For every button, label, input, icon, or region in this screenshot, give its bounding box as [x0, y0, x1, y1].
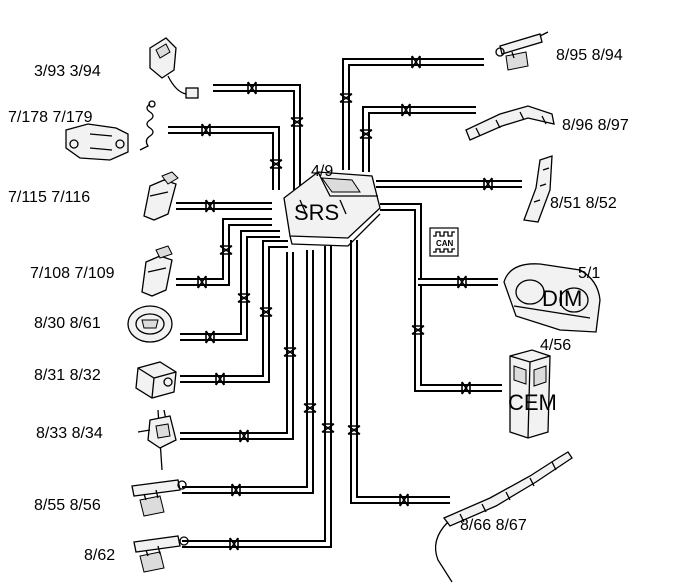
tie-v — [219, 245, 233, 255]
inflator-8-95-component — [495, 31, 549, 71]
dim-ref: 5/1 — [578, 265, 600, 282]
side-impact-sensor-component — [141, 245, 173, 297]
tie-h — [411, 55, 421, 69]
tie-h — [399, 493, 409, 507]
tie-v — [290, 117, 304, 127]
seat-position-sensor-component — [65, 100, 156, 161]
label-8-31: 8/31 8/32 — [34, 367, 101, 384]
tie-h — [201, 123, 211, 137]
tie-h — [229, 537, 239, 551]
tie-h — [239, 429, 249, 443]
wire-to-8-95 — [342, 58, 484, 170]
cable-ties — [197, 55, 493, 551]
tie-h — [483, 177, 493, 191]
tie-h — [457, 275, 467, 289]
tie-v — [359, 129, 373, 139]
tie-h — [205, 330, 215, 344]
label-8-95: 8/95 8/94 — [556, 47, 623, 64]
tie-h — [231, 483, 241, 497]
wire-to-8-30 — [180, 230, 280, 341]
tie-v — [237, 293, 251, 303]
curtain-airbag-8-66-component — [434, 451, 573, 583]
wire-to-dim-cem — [380, 203, 502, 392]
srs-name: SRS — [294, 200, 339, 225]
label-8-30: 8/30 8/61 — [34, 315, 101, 332]
label-8-96: 8/96 8/97 — [562, 117, 629, 134]
belt-pretensioner-component — [143, 171, 179, 221]
tie-h — [197, 275, 207, 289]
tie-h — [205, 199, 215, 213]
wire-to-7-108 — [176, 218, 272, 286]
steering-airbag-component — [127, 305, 173, 343]
tie-h — [215, 372, 225, 386]
label-3-93: 3/93 3/94 — [34, 63, 101, 80]
cem-name: CEM — [508, 390, 557, 415]
label-8-51: 8/51 8/52 — [550, 195, 617, 212]
tie-v — [303, 403, 317, 413]
passenger-airbag-component — [135, 361, 177, 399]
label-7-108: 7/108 7/109 — [30, 265, 115, 282]
tie-v — [283, 347, 297, 357]
cem-central-electronic-module: CEM 4/56 — [508, 337, 571, 439]
belt-retractor-component — [137, 409, 177, 471]
can-label: CAN — [436, 239, 454, 248]
wire-to-3-93 — [213, 84, 301, 190]
cem-ref: 4/56 — [540, 337, 571, 354]
tie-h — [247, 81, 257, 95]
can-bus-icon: CAN — [429, 227, 459, 257]
label-8-33: 8/33 8/34 — [36, 425, 103, 442]
inflator-8-62-component — [133, 535, 189, 573]
seat-belt-buckle-component — [149, 37, 199, 99]
tie-h — [401, 103, 411, 117]
tie-v — [259, 307, 273, 317]
wire-to-8-96 — [362, 106, 476, 172]
label-7-115: 7/115 7/116 — [8, 189, 90, 206]
component-labels: 3/93 3/94 7/178 7/179 7/115 7/116 7/108 … — [8, 47, 629, 564]
dim-name: DIM — [542, 286, 582, 311]
tie-h — [461, 381, 471, 395]
label-8-62: 8/62 — [84, 547, 115, 564]
wire-to-8-31 — [180, 240, 288, 383]
dim-driver-information-module: DIM 5/1 — [503, 263, 601, 333]
wire-to-8-55 — [182, 250, 314, 494]
label-7-178: 7/178 7/179 — [8, 109, 93, 126]
srs-ref: 4/9 — [311, 163, 333, 180]
wire-to-8-33 — [180, 252, 294, 440]
tie-v — [339, 93, 353, 103]
side-airbag-8-51-component — [523, 155, 553, 223]
label-8-66: 8/66 8/67 — [460, 517, 527, 534]
tie-v — [347, 425, 361, 435]
wiring-harness — [168, 58, 522, 548]
wire-to-8-66 — [350, 240, 450, 504]
tie-v — [269, 159, 283, 169]
inflator-8-55-component — [131, 479, 187, 517]
curtain-airbag-8-96-component — [465, 105, 555, 141]
tie-v — [321, 423, 335, 433]
tie-v — [411, 325, 425, 335]
label-8-55: 8/55 8/56 — [34, 497, 101, 514]
srs-control-module: SRS 4/9 — [283, 163, 381, 247]
wire-to-7-178 — [168, 126, 280, 190]
